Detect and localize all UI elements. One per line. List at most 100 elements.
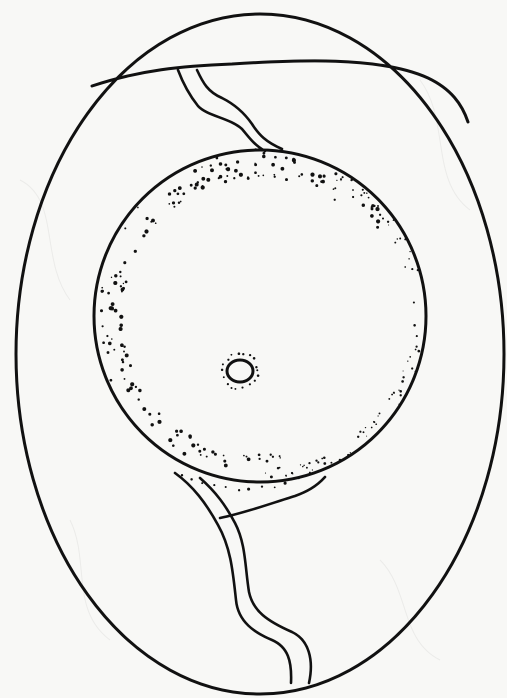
yolk-stipple-dot [357, 436, 359, 438]
yolk-stipple-dot [125, 281, 128, 284]
yolk-stipple-dot [411, 268, 413, 270]
yolk-stipple-dot [342, 176, 344, 178]
yolk-stipple-dot [273, 174, 275, 176]
yolk-stipple-dot [362, 189, 364, 191]
yolk-stipple-dot [211, 450, 214, 453]
yolk-stipple-dot [398, 389, 399, 390]
yolk-stipple-dot [135, 386, 137, 388]
germinal-disc-stipple-dot [249, 383, 251, 385]
yolk-stipple-dot [347, 454, 349, 456]
yolk-stipple-dot [334, 187, 336, 189]
yolk-stipple-dot [177, 192, 180, 195]
yolk-stipple-dot [226, 175, 228, 177]
germinal-disc-stipple-dot [241, 387, 243, 389]
yolk-stipple-dot [197, 181, 199, 183]
germinal-disc [227, 360, 253, 382]
germinal-disc-stipple-dot [230, 387, 232, 389]
yolk-stipple-dot [223, 460, 226, 463]
yolk-stipple-dot [379, 214, 381, 216]
yolk-stipple-dot [340, 180, 341, 181]
yolk-stipple-dot [311, 179, 314, 182]
yolk-stipple-dot [168, 203, 170, 205]
yolk-stipple-dot [172, 444, 175, 447]
yolk-stipple-dot [214, 453, 217, 456]
yolk-stipple-dot [254, 163, 257, 166]
yolk-stipple-dot [120, 275, 122, 277]
yolk-stipple-dot [123, 283, 124, 284]
yolk-stipple-dot [407, 360, 408, 361]
yolk-stipple-dot [123, 261, 126, 264]
yolk-stipple-dot [303, 465, 304, 466]
yolk-stipple-dot [302, 466, 303, 467]
yolk-stipple-dot [352, 189, 354, 191]
yolk-stipple-dot [393, 219, 394, 220]
yolk-stipple-dot [408, 258, 409, 259]
yolk-stipple-dot [247, 457, 251, 461]
lower-chalaza-branch [220, 477, 325, 518]
yolk-stipple-dot [246, 456, 248, 458]
germinal-disc-stipple-dot [253, 357, 256, 360]
yolk-stipple-dot [417, 269, 419, 271]
yolk-stipple-dot [399, 238, 401, 240]
yolk-stipple-dot [320, 180, 323, 183]
yolk-stipple-dot [111, 338, 113, 340]
chalaza-junction-dot [274, 486, 276, 488]
chalaza-junction-dot [298, 477, 300, 479]
yolk-stipple-dot [234, 169, 238, 173]
yolk-stipple-dot [272, 456, 274, 458]
yolk-stipple-dot [120, 285, 122, 287]
yolk-stipple-dot [417, 350, 420, 353]
yolk-stipple-dot [334, 172, 337, 175]
yolk-stipple-dot [202, 185, 204, 187]
yolk-stipple-dot [191, 443, 195, 447]
yolk-stipple-dot [285, 178, 288, 181]
yolk-stipple-dot [180, 201, 182, 203]
yolk-stipple-dot [129, 386, 133, 390]
yolk-stipple-dot [298, 175, 300, 177]
yolk-stipple-dot [124, 227, 126, 229]
yolk-stipple-dot [114, 309, 118, 313]
yolk-stipple-dot [330, 462, 332, 464]
yolk-stipple-dot [321, 458, 323, 460]
yolk-stipple-dot [363, 192, 365, 194]
yolk-stipple-dot [371, 207, 374, 210]
yolk-stipple-dot [106, 335, 108, 337]
yolk-stipple-dot [206, 456, 208, 458]
germinal-disc-stipple-dot [238, 352, 241, 355]
yolk-stipple-dot [200, 454, 202, 456]
yolk-stipple-dot [226, 167, 230, 171]
yolk-stipple-dot [376, 226, 379, 229]
yolk-stipple-dot [387, 221, 389, 223]
yolk-stipple-dot [334, 199, 336, 201]
yolk-stipple-dot [281, 167, 285, 171]
germinal-disc-stipple-dot [254, 380, 256, 382]
yolk-stipple-dot [146, 217, 149, 220]
chalaza-junction-dot [247, 488, 250, 491]
yolk-stipple-dot [239, 173, 243, 177]
chalaza-junction-dot [254, 148, 257, 151]
yolk-stipple-dot [119, 324, 122, 327]
yolk-stipple-dot [365, 427, 366, 428]
yolk-stipple-dot [168, 192, 171, 195]
germinal-disc-stipple-dot [222, 363, 224, 365]
yolk-stipple-dot [379, 412, 381, 414]
yolk-stipple-dot [279, 457, 280, 458]
chalaza-junction-dot [309, 472, 311, 474]
yolk-stipple-dot [208, 179, 210, 181]
yolk-stipple-dot [247, 177, 250, 180]
yolk-stipple-dot [340, 178, 342, 180]
yolk-stipple-dot [262, 175, 264, 177]
chalaza-junction-dot [263, 152, 266, 155]
yolk-stipple-dot [391, 394, 393, 396]
yolk-stipple-dot [138, 398, 140, 400]
yolk-stipple-dot [197, 444, 199, 446]
yolk-stipple-dot [175, 430, 178, 433]
yolk-stipple-dot [130, 382, 134, 386]
yolk-stipple-dot [119, 271, 121, 273]
yolk-stipple-dot [113, 281, 117, 285]
yolk-stipple-dot [107, 292, 110, 295]
yolk-stipple-dot [308, 462, 310, 464]
yolk-stipple-dot [108, 342, 112, 346]
yolk-stipple-dot [233, 177, 235, 179]
